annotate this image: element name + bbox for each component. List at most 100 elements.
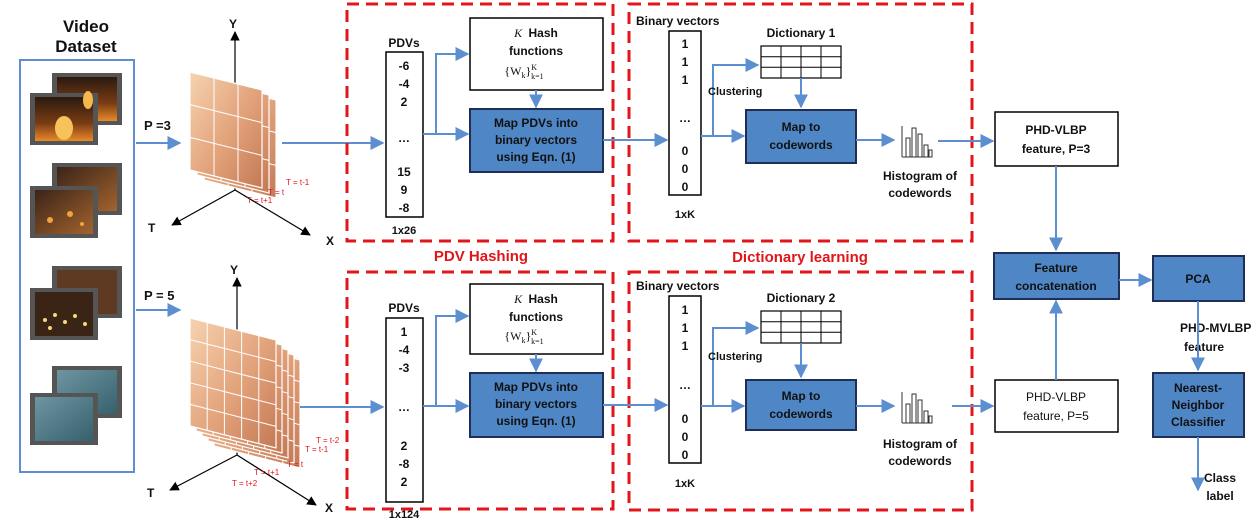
hash-label-line2: functions bbox=[509, 310, 563, 324]
feature-label-line1: PHD-VLBP bbox=[1026, 390, 1086, 404]
hash-k-symbol: K bbox=[513, 292, 523, 306]
map-label-line1: Map PDVs into bbox=[494, 380, 578, 394]
video-thumbnail-water bbox=[30, 366, 122, 445]
video-dataset-panel: Video Dataset bbox=[19, 17, 135, 473]
hash-formula-lim: k=1 bbox=[531, 72, 544, 81]
dictionary-learning-label: Dictionary learning bbox=[732, 249, 868, 266]
hash-formula: {W bbox=[504, 329, 522, 343]
branch-p5: PDVs 1-4-3…2-82 1x124 K Hash functions {… bbox=[385, 279, 1119, 521]
video-frame-slice bbox=[189, 317, 277, 449]
classifier-label-line2: Neighbor bbox=[1172, 398, 1225, 412]
codewords-label-line1: Map to bbox=[782, 120, 821, 134]
axis-t-label: T bbox=[147, 486, 155, 500]
dictionary-grid-icon bbox=[760, 310, 842, 344]
frame-grid-line bbox=[189, 403, 277, 427]
mvlbp-label-line1: PHD-MVLBP bbox=[1180, 321, 1251, 335]
vector-value: 1 bbox=[682, 73, 689, 87]
codewords-label-line2: codewords bbox=[769, 138, 833, 152]
time-label: T = t bbox=[268, 188, 285, 197]
time-label: T = t bbox=[287, 460, 304, 469]
feature-label-line1: PHD-VLBP bbox=[1025, 123, 1086, 137]
vector-value: 0 bbox=[682, 430, 689, 444]
vector-value: 0 bbox=[682, 144, 689, 158]
vector-value: 1 bbox=[682, 37, 689, 51]
vector-value: 15 bbox=[397, 165, 411, 179]
svg-text:K Hash: K Hash bbox=[513, 292, 558, 306]
phd-vlbp-feature-box-p3 bbox=[994, 111, 1119, 167]
hash-formula: {W bbox=[504, 64, 522, 78]
classifier-label-line1: Nearest- bbox=[1174, 381, 1222, 395]
mvlbp-label-line2: feature bbox=[1184, 340, 1224, 354]
frame-grid-line bbox=[189, 104, 263, 124]
dataset-title-line2: Dataset bbox=[55, 37, 117, 56]
binary-title: Binary vectors bbox=[636, 14, 720, 28]
codewords-label-line1: Map to bbox=[782, 389, 821, 403]
map-to-codewords-box bbox=[745, 109, 857, 164]
vector-value: 1 bbox=[682, 339, 689, 353]
map-pdvs-box bbox=[469, 108, 604, 173]
map-label-line2: binary vectors bbox=[495, 133, 577, 147]
arrow-binary-to-dictionary bbox=[701, 321, 760, 407]
pdv-hashing-stage-bottom bbox=[345, 270, 615, 511]
hash-k-symbol: K bbox=[513, 26, 523, 40]
hash-label-line1: Hash bbox=[529, 26, 558, 40]
vector-value: … bbox=[679, 378, 691, 392]
vector-value: 0 bbox=[682, 162, 689, 176]
histogram-label-line2: codewords bbox=[888, 186, 952, 200]
map-pdvs-box bbox=[469, 372, 604, 438]
time-label: T = t+1 bbox=[254, 468, 280, 477]
hash-formula-sub: k bbox=[522, 336, 526, 345]
frame-grid-line bbox=[189, 339, 277, 363]
branch-p3: PDVs -6-42…159-8 1x26 K Hash functions {… bbox=[385, 14, 1119, 237]
svg-text:{Wk}Kk=1: {Wk}Kk=1 bbox=[504, 63, 543, 81]
binary-title: Binary vectors bbox=[636, 279, 720, 293]
arrow-binary-to-dictionary bbox=[701, 58, 760, 137]
vector-value: 1 bbox=[682, 303, 689, 317]
p3-label: P =3 bbox=[144, 118, 171, 133]
video-thumbnail-fire-1 bbox=[30, 73, 122, 145]
codewords-label-line2: codewords bbox=[769, 407, 833, 421]
time-label: T = t-1 bbox=[286, 178, 310, 187]
vector-value: 1 bbox=[401, 325, 408, 339]
hash-formula-sub: k bbox=[522, 71, 526, 80]
pca-label: PCA bbox=[1185, 272, 1211, 286]
feature-concatenation-box bbox=[993, 252, 1120, 300]
histogram-label-line2: codewords bbox=[888, 454, 952, 468]
vector-value: … bbox=[398, 131, 410, 145]
map-label-line3: using Eqn. (1) bbox=[496, 414, 575, 428]
axis-y-label: Y bbox=[229, 17, 237, 31]
vector-value: … bbox=[398, 400, 410, 414]
hash-formula-sup: K bbox=[531, 63, 537, 72]
histogram-label-line1: Histogram of bbox=[883, 437, 958, 451]
vector-value: … bbox=[679, 111, 691, 125]
vector-value: 0 bbox=[682, 448, 689, 462]
vector-value: -4 bbox=[399, 77, 410, 91]
axis-x-label: X bbox=[326, 234, 334, 248]
vector-value: 0 bbox=[682, 180, 689, 194]
vector-value: 2 bbox=[401, 95, 408, 109]
arrow-pdv-to-hash bbox=[423, 47, 470, 135]
pdv-title: PDVs bbox=[388, 301, 420, 315]
vector-value: 1 bbox=[682, 321, 689, 335]
vector-value: -8 bbox=[399, 201, 410, 215]
map-label-line3: using Eqn. (1) bbox=[496, 150, 575, 164]
hash-formula-end: } bbox=[526, 329, 532, 343]
hash-formula-end: } bbox=[526, 64, 532, 78]
output-label-line2: label bbox=[1206, 489, 1233, 503]
feature-label-line2: feature, P=3 bbox=[1022, 142, 1091, 156]
histogram-icon bbox=[901, 126, 933, 158]
vector-value: 0 bbox=[682, 412, 689, 426]
clustering-label: Clustering bbox=[708, 351, 762, 363]
dictionary-learning-stage-bottom bbox=[627, 270, 974, 512]
pca-box bbox=[1152, 255, 1245, 302]
vector-value: -8 bbox=[399, 457, 410, 471]
frame-grid-line bbox=[189, 136, 263, 156]
histogram-icon bbox=[901, 392, 933, 424]
axis-t-label: T bbox=[148, 221, 156, 235]
pdv-vector-box bbox=[385, 317, 424, 503]
vector-value: 2 bbox=[401, 439, 408, 453]
map-label-line1: Map PDVs into bbox=[494, 116, 578, 130]
pdv-hashing-label: PDV Hashing bbox=[434, 248, 528, 265]
vector-value: 2 bbox=[401, 475, 408, 489]
